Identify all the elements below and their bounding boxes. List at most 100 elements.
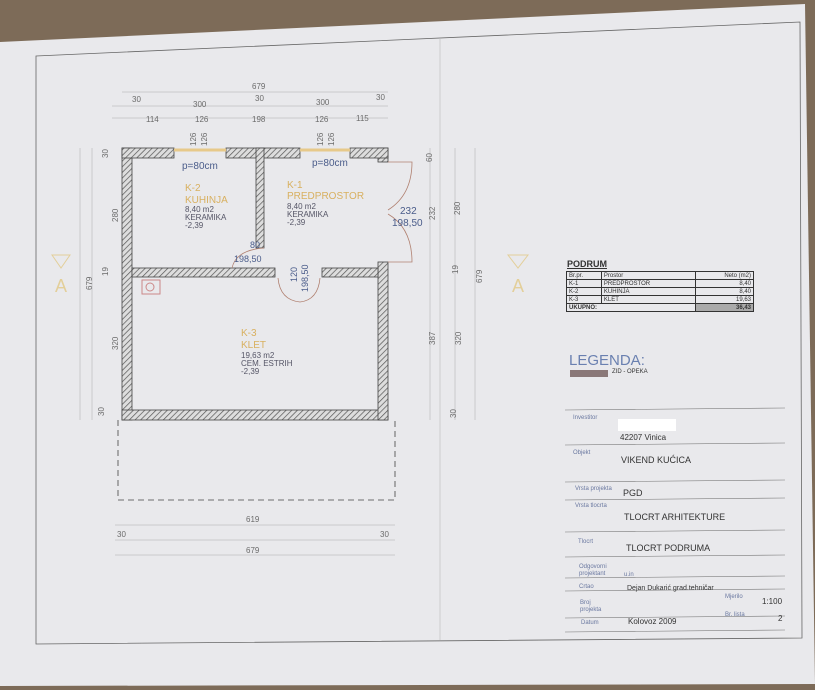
boiler-icon <box>141 279 161 295</box>
room-code: K-2 <box>185 183 201 194</box>
header-cell: Neto (m2) <box>694 271 755 280</box>
room-k1: K-1 PREDPROSTOR 8,40 m2 KERAMIKA -2,39 <box>287 180 364 227</box>
dim: 126 <box>315 115 329 124</box>
dim: 387 <box>428 331 437 345</box>
boiler-circle <box>145 282 155 292</box>
label: Objekt <box>573 450 591 456</box>
total-label: UKUPNO: <box>566 303 696 312</box>
section-marker-left <box>51 254 71 269</box>
dim: 30 <box>449 409 458 418</box>
cell: PREDPROSTOR <box>600 279 696 288</box>
header-cell: Prostor <box>600 271 696 280</box>
cell: K-3 <box>566 295 602 304</box>
section-marker-right <box>506 254 530 269</box>
dim-top-total: 679 <box>252 82 266 91</box>
room-level: -2,39 <box>185 221 204 230</box>
dim: 619 <box>246 515 260 524</box>
cell: 8,40 <box>694 287 755 296</box>
window-dim: 126 <box>316 132 325 146</box>
room-name: PREDPROSTOR <box>287 191 364 202</box>
dim: 280 <box>453 201 462 215</box>
table-total-row: UKUPNO:36,43 <box>566 303 755 312</box>
dim: 30 <box>132 95 141 104</box>
drawing-frame <box>35 21 803 645</box>
door-width: 232 <box>400 206 417 217</box>
window-dim: 126 <box>189 132 198 146</box>
legend-item: ZID - OPEKA <box>612 369 648 375</box>
paper <box>0 4 815 686</box>
parapet-height: p=80cm <box>182 161 218 172</box>
investor-city: 42207 Vinica <box>620 433 667 442</box>
dim: 115 <box>356 114 369 123</box>
plan-name: TLOCRT PODRUMA <box>626 543 711 553</box>
room-floor: CEM. ESTRIH <box>241 359 293 368</box>
room-area: 8,40 m2 <box>287 202 316 211</box>
label: Crtao <box>579 584 594 590</box>
door-height: 198,50 <box>300 264 310 292</box>
responsible-designer: u.in <box>624 572 634 578</box>
label: Br. lista <box>725 612 745 618</box>
room-k3: K-3 KLET 19,63 m2 CEM. ESTRIH -2,39 <box>241 328 293 376</box>
plan-type: TLOCRT ARHITEKTURE <box>624 512 726 522</box>
legend-title: LEGENDA: <box>569 352 645 369</box>
sheet-number: 2 <box>778 614 783 623</box>
dim: 320 <box>111 336 120 350</box>
date: Kolovoz 2009 <box>628 617 677 626</box>
project-type: PGD <box>623 488 643 498</box>
cell: KLET <box>600 295 696 304</box>
dim: 114 <box>146 115 159 124</box>
cell: 19,63 <box>694 295 755 304</box>
dim: 30 <box>117 530 126 539</box>
room-name: KUHINJA <box>185 195 228 206</box>
dim: 30 <box>380 530 389 539</box>
label: Broj projekta <box>580 600 602 613</box>
room-area: 8,40 m2 <box>185 205 214 214</box>
cell: K-1 <box>566 279 602 288</box>
dim: 30 <box>97 407 106 416</box>
drawn-by: Dejan Dukarić grad.tehničar <box>627 585 714 592</box>
total-value: 36,43 <box>694 303 755 312</box>
label: Mjerilo <box>725 594 743 600</box>
label: Vrsta tlocrta <box>575 503 607 509</box>
door-width: 120 <box>289 267 299 282</box>
dim: 19 <box>451 265 460 274</box>
door-height: 198,50 <box>234 254 262 264</box>
label: Investitor <box>573 415 598 421</box>
window-dim: 126 <box>200 132 209 146</box>
dim: 679 <box>85 276 94 290</box>
door-height: 198,50 <box>392 218 423 229</box>
cell: K-2 <box>566 287 602 296</box>
dim: 232 <box>428 206 437 220</box>
scale: 1:100 <box>762 597 783 606</box>
podrum-title: PODRUM <box>567 259 607 269</box>
dim: 198 <box>252 115 266 124</box>
dim: 19 <box>101 267 110 276</box>
dim: 30 <box>376 93 385 102</box>
door-width: 80 <box>250 240 260 250</box>
label: Tlocrt <box>578 539 593 545</box>
room-area: 19,63 m2 <box>241 351 275 360</box>
cell: 8,40 <box>694 279 755 288</box>
room-floor: KERAMIKA <box>185 213 227 222</box>
dim: 300 <box>193 100 207 109</box>
room-level: -2,39 <box>241 367 260 376</box>
dim: 679 <box>475 269 484 283</box>
dimension-lines <box>79 91 476 556</box>
cell: KUHINJA <box>600 287 696 296</box>
header-cell: Br.pr. <box>566 271 602 280</box>
room-k2: K-2 KUHINJA 8,40 m2 KERAMIKA -2,39 <box>185 183 228 230</box>
dim: 60 <box>425 153 434 162</box>
section-label-left: A <box>55 276 67 296</box>
dim: 30 <box>101 149 110 158</box>
dim: 280 <box>111 208 120 222</box>
wall-swatch <box>570 370 608 377</box>
room-code: K-3 <box>241 328 257 339</box>
object-name: VIKEND KUĆICA <box>621 455 692 465</box>
outline-dashed <box>117 420 396 501</box>
